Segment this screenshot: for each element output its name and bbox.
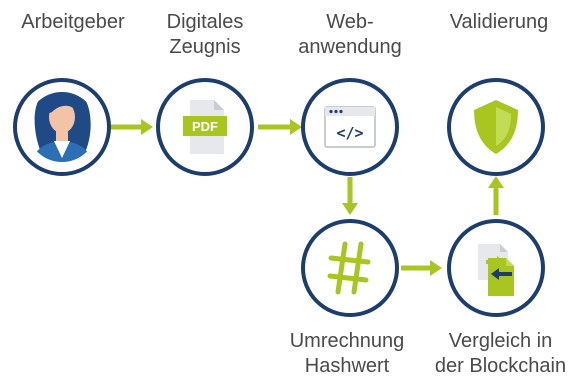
arrow-hash-to-compare [401,260,442,276]
node-compare [447,219,545,317]
arrow-compare-to-validation [488,176,504,215]
arrow-certificate-to-webapp [258,119,302,135]
pdf-label: PDF [192,119,218,134]
label-certificate: Digitales Zeugnis [166,11,244,58]
node-certificate: PDF [156,78,254,176]
node-employer [13,78,111,176]
compare-document-icon [478,244,514,296]
shield-icon [474,100,518,154]
label-employer: Arbeitgeber [21,11,125,33]
label-validation: Validierung [449,11,549,33]
node-hash [301,219,399,317]
code-label: </> [336,124,363,142]
label-hash: Umrechnung Hashwert [289,330,405,377]
pdf-document-icon: PDF [183,100,227,154]
label-webapp: Web- anwendung [298,11,402,58]
arrow-webapp-to-hash [342,177,358,215]
woman-avatar-icon [30,92,94,162]
node-validation [447,78,545,176]
arrow-employer-to-certificate [111,119,153,135]
hash-icon [327,241,371,295]
code-window-icon: </> [324,106,376,148]
label-compare: Vergleich in der Blockchain [434,330,567,377]
node-webapp: </> [301,78,399,176]
